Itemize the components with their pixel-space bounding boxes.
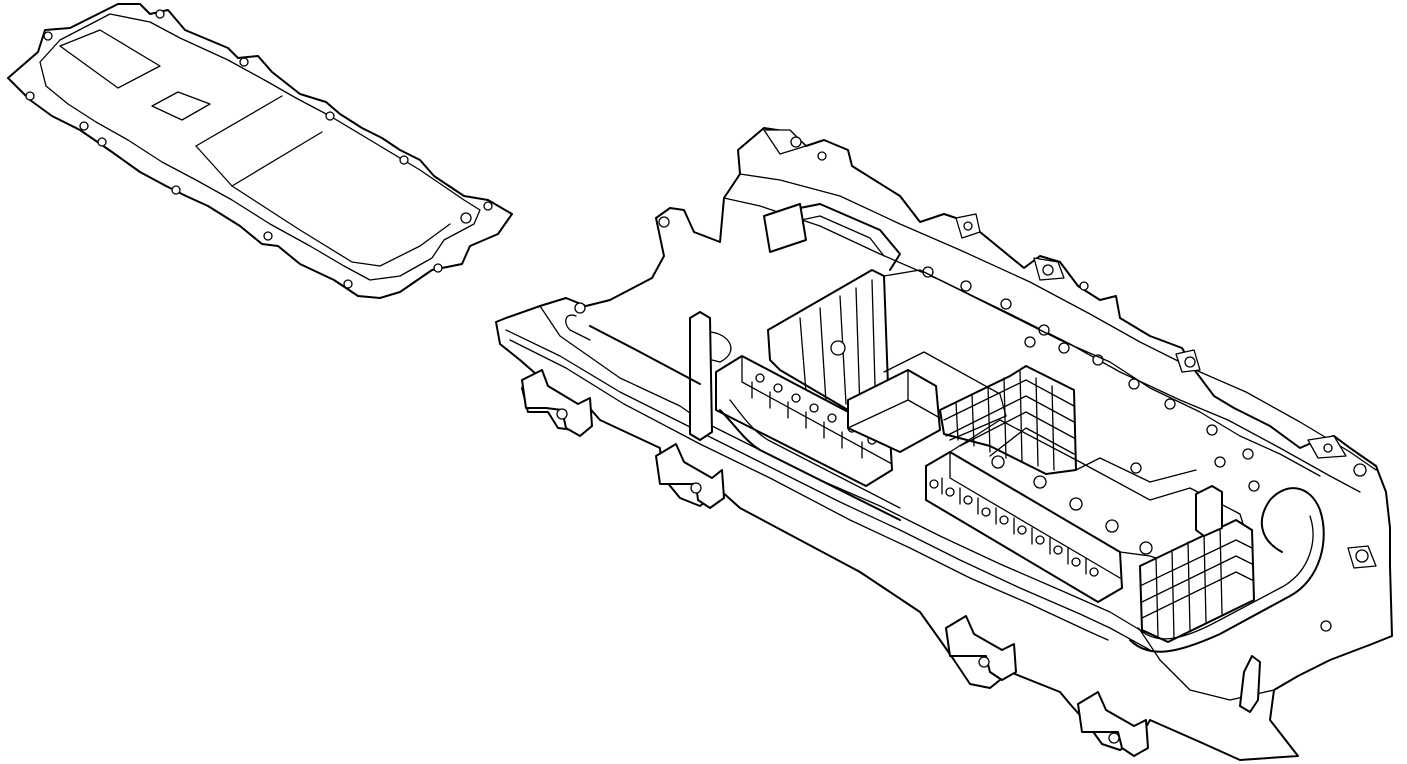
tray-rail-front — [505, 329, 1151, 651]
upper-block — [763, 203, 807, 253]
cover-lower-edge — [231, 185, 451, 267]
cell-block-right-cells — [929, 479, 1099, 577]
cell-block-right-top — [949, 451, 1121, 579]
rear-module-bolts — [991, 455, 1153, 555]
tray-rail-front-2 — [509, 339, 1109, 641]
cover-label-plate — [151, 91, 211, 121]
cover-crease-3 — [195, 145, 233, 187]
battery-cover — [7, 3, 513, 299]
left-post — [689, 311, 713, 441]
cell-block-left-ribs — [751, 381, 863, 459]
mesh-post — [1195, 485, 1223, 537]
front-pipe — [589, 325, 701, 385]
cover-top-surface — [39, 13, 481, 281]
divider-mount — [830, 340, 846, 356]
mount-brackets — [521, 369, 1149, 757]
tray-rail-back — [739, 173, 1377, 471]
front-pipe-2 — [565, 314, 591, 341]
coolant-pipe-right — [1129, 487, 1325, 653]
tray-back-wall-ledge — [883, 269, 1321, 477]
left-pipe-loop — [709, 331, 732, 363]
center-compartment-edge — [847, 369, 941, 429]
mesh-module-right — [1139, 519, 1255, 643]
cover-mount-holes — [25, 9, 493, 289]
mount-bracket-1 — [521, 369, 593, 437]
tray-bosses — [922, 266, 1260, 492]
frame-mount-holes — [556, 136, 1369, 744]
mount-bracket-2 — [655, 443, 725, 509]
cover-panel-left — [59, 29, 161, 89]
cover-crease-2 — [231, 131, 323, 187]
cover-crease-1 — [195, 95, 283, 147]
mesh-grid-right — [1139, 525, 1253, 639]
tray-floor-recess — [883, 351, 1197, 483]
battery-tray-assembly — [495, 127, 1393, 761]
tray-inner-wall — [539, 305, 1275, 701]
coolant-pipe-left-inner — [729, 399, 901, 509]
right-fitting — [1239, 655, 1261, 713]
mount-bracket-4 — [1077, 691, 1149, 757]
mount-bracket-3 — [945, 615, 1017, 681]
cell-block-right-ribs — [941, 477, 1087, 575]
coolant-pipe-left — [719, 409, 901, 521]
coolant-pipe-right-inner — [1137, 515, 1314, 640]
mesh-grid-upper — [943, 369, 1075, 471]
